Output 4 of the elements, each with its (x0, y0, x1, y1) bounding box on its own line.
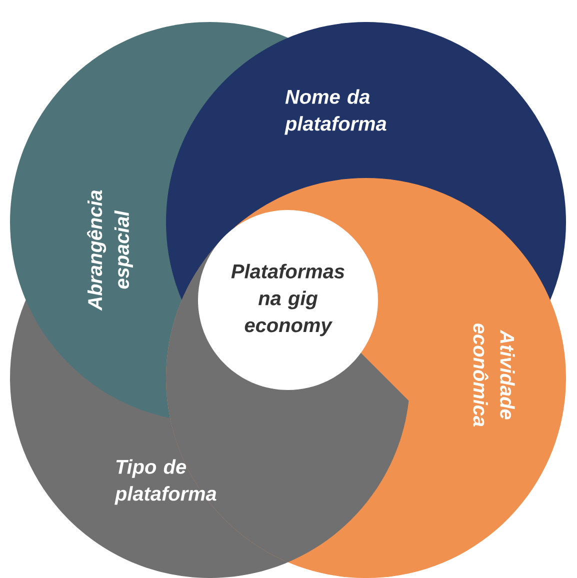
circle-label: Abrangência espacial (87, 190, 133, 311)
circle-label: Atividade econômica (473, 324, 515, 426)
circle-label: Nome da plataforma (284, 89, 386, 135)
circle-label: Tipo de plataforma (114, 459, 216, 505)
